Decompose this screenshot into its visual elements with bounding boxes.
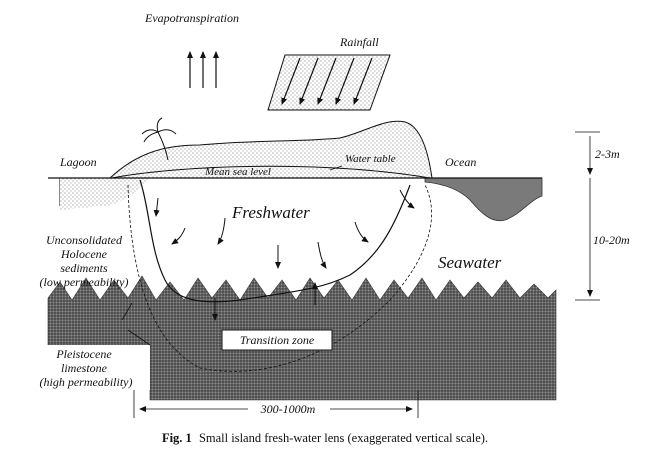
horizontal-dimension [133, 390, 419, 418]
width-dim-label: 300-1000m [260, 402, 316, 416]
height-dim-upper-label: 2-3m [595, 147, 620, 161]
svg-text:(high permeability): (high permeability) [40, 375, 133, 389]
evapotranspiration-label: Evapotranspiration [144, 11, 239, 25]
svg-text:Pleistocene: Pleistocene [55, 347, 112, 361]
ocean-label: Ocean [445, 155, 476, 169]
svg-text:Holocene: Holocene [60, 247, 108, 261]
height-dim-lower-label: 10-20m [593, 233, 630, 247]
rainfall-label: Rainfall [339, 35, 379, 49]
svg-text:limestone: limestone [61, 361, 108, 375]
transition-zone-boundary [127, 184, 432, 372]
palm-tree-icon [141, 117, 177, 161]
svg-text:sediments: sediments [60, 261, 108, 275]
flow-arrows [153, 189, 415, 321]
evapotranspiration-arrows [187, 51, 219, 88]
ocean-reef [424, 177, 543, 222]
rainfall-arrows [267, 54, 391, 111]
island-surface [50, 120, 433, 210]
figure-number: Fig. 1 [162, 431, 192, 445]
svg-text:Unconsolidated: Unconsolidated [46, 233, 123, 247]
transition-zone-box [221, 329, 333, 351]
mean-sea-level-label: Mean sea level [204, 166, 271, 178]
water-table-label: Water table [345, 153, 396, 165]
figure-caption: Fig. 1 Small island fresh-water lens (ex… [162, 431, 488, 445]
freshwater-label: Freshwater [231, 203, 310, 222]
vertical-dimension [575, 131, 600, 301]
water-table-line [111, 165, 431, 179]
pleistocene-label: Pleistocene limestone (high permeability… [40, 347, 133, 389]
lagoon-label: Lagoon [59, 155, 97, 169]
holocene-label: Unconsolidated Holocene sediments (low p… [40, 233, 129, 289]
svg-text:(low permeability): (low permeability) [40, 275, 129, 289]
figure-caption-text: Small island fresh-water lens (exaggerat… [199, 431, 488, 445]
transition-zone-label: Transition zone [240, 333, 315, 347]
freshwater-lens-boundary [139, 179, 411, 303]
seawater-label: Seawater [438, 253, 502, 272]
leader-lines [121, 165, 343, 346]
